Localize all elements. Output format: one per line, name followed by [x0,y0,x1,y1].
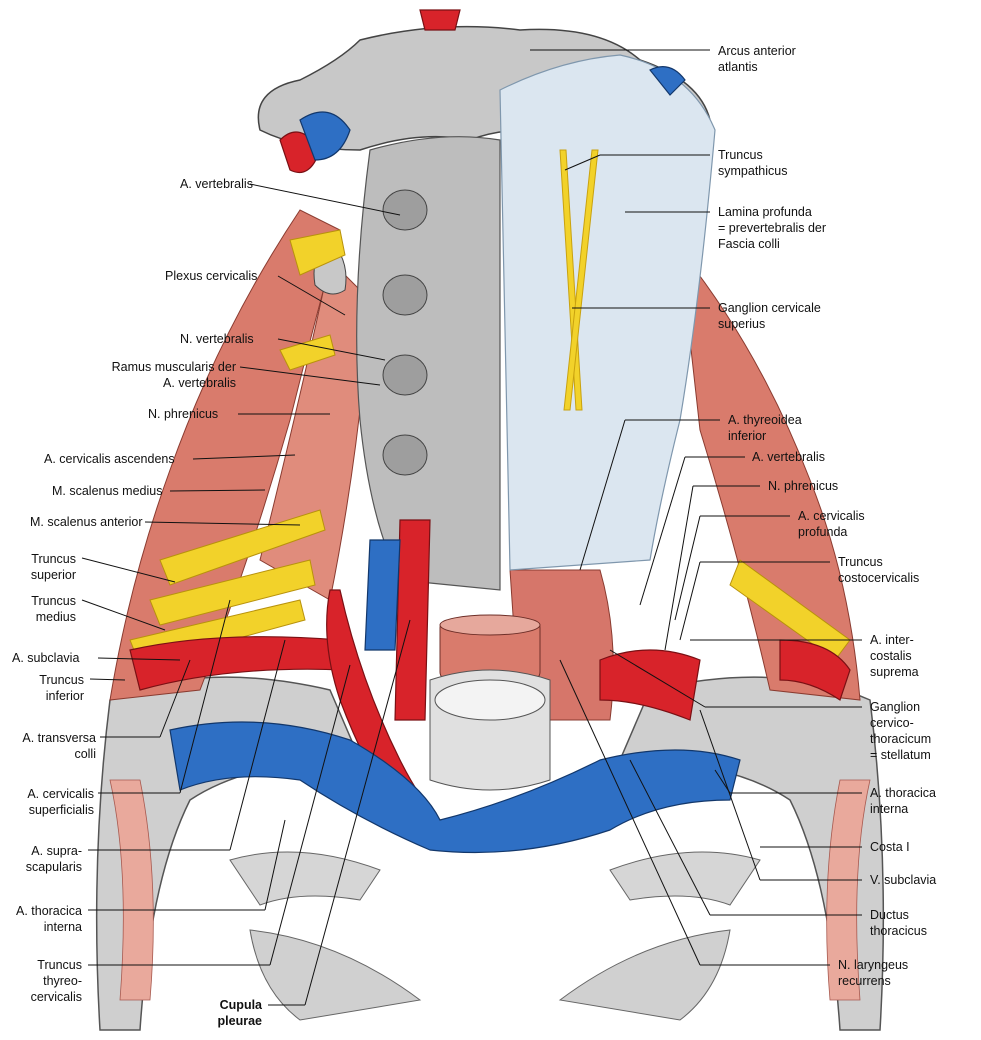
rib-cage [95,676,885,1031]
label-a-vertebralis-left: A. vertebralis [180,177,253,191]
label-plexus-cervicalis: Plexus cervicalis [165,269,258,283]
arteries [129,9,851,831]
trachea-esophagus [429,614,551,791]
label-n-vertebralis: N. vertebralis [180,332,254,346]
label-a-vertebralis-right: A. vertebralis [752,450,825,464]
label-n-phrenicus-left: N. phrenicus [148,407,219,421]
veins [169,66,741,854]
label-n-phrenicus-right: N. phrenicus [768,479,839,493]
label-a-subclavia: A. subclavia [12,651,80,665]
label-m-scalenus-medius: M. scalenus medius [52,484,163,498]
label-v-subclavia: V. subclavia [870,873,937,887]
label-costa-i: Costa I [870,840,910,854]
label-m-scalenus-anterior: M. scalenus anterior [30,515,143,529]
leader-lines [81,49,862,1006]
label-a-suprascapularis: A. supra-scapularis [25,844,82,874]
prevertebral-fascia [499,54,716,571]
brachial-plexus [129,229,851,666]
label-a-cervicalis-ascendens: A. cervicalis ascendens [44,452,175,466]
sympathetic-trunk [559,149,599,411]
